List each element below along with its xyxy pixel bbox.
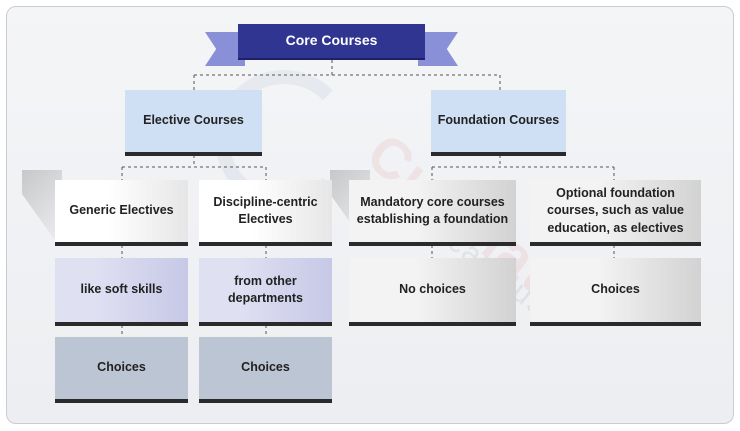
optional-foundation-box: Optional foundation courses, such as val…	[530, 180, 701, 246]
mandatory-core-box: Mandatory core courses establishing a fo…	[349, 180, 516, 246]
generic-electives-detail: like soft skills	[55, 258, 188, 326]
optional-foundation-outcome: Choices	[530, 258, 701, 326]
branch-elective-courses: Elective Courses	[125, 90, 262, 156]
diagram-title: Core Courses	[238, 24, 425, 58]
mandatory-core-outcome: No choices	[349, 258, 516, 326]
discipline-electives-detail: from other departments	[199, 258, 332, 326]
discipline-electives-outcome: Choices	[199, 337, 332, 403]
branch-foundation-courses: Foundation Courses	[431, 90, 566, 156]
generic-electives-box: Generic Electives	[55, 180, 188, 246]
generic-electives-outcome: Choices	[55, 337, 188, 403]
discipline-electives-box: Discipline-centric Electives	[199, 180, 332, 246]
